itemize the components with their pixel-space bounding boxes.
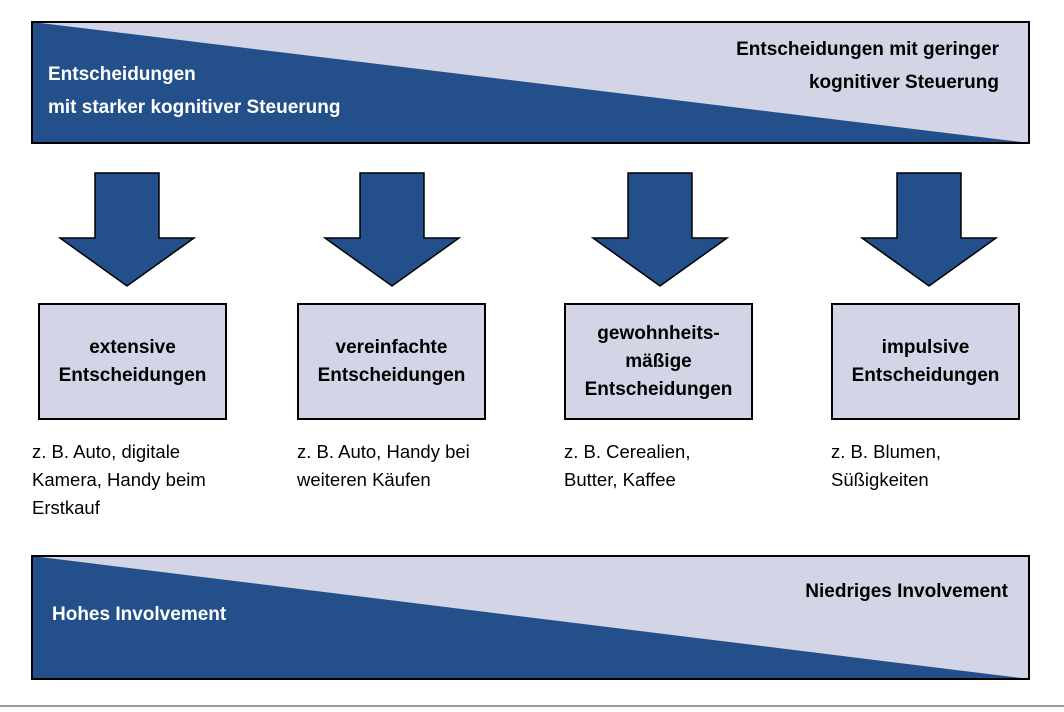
box-3-line-2: mäßige [625,350,692,372]
top-band-left-label: Entscheidungen mit starker kognitiver St… [48,58,340,124]
top-band-right-label: Entscheidungen mit geringer kognitiver S… [736,33,999,99]
box-4-line-1: impulsive [881,336,970,358]
box-1-line-1: extensive [89,336,176,358]
box-habitual-decisions: gewohnheits- mäßige Entscheidungen [564,303,753,420]
top-band-wedge [31,21,1030,144]
top-band-left-line-1: Entscheidungen [48,64,196,85]
example-text-3: z. B. Cerealien, Butter, Kaffee [564,438,690,494]
box-simplified-decisions: vereinfachte Entscheidungen [297,303,486,420]
box-2-line-1: vereinfachte [335,336,448,358]
top-band-left-line-2: mit starker kognitiver Steuerung [48,97,341,118]
bottom-band-right-label: Niedriges Involvement [805,575,1008,608]
example-2-line-1: z. B. Auto, Handy bei [297,441,470,462]
bottom-band-left-line-1: Hohes Involvement [52,604,227,625]
bottom-band-left-label: Hohes Involvement [52,598,226,631]
down-arrow-2 [323,172,461,288]
bottom-band: Hohes Involvement Niedriges Involvement [31,555,1030,680]
box-extensive-decisions: extensive Entscheidungen [38,303,227,420]
bottom-band-right-line-1: Niedriges Involvement [805,581,1008,602]
bottom-divider [0,705,1064,707]
top-band-right-line-2: kognitiver Steuerung [808,72,999,93]
box-3-line-3: Entscheidungen [584,378,733,400]
example-1-line-1: z. B. Auto, digitale [32,441,181,462]
box-impulsive-decisions: impulsive Entscheidungen [831,303,1020,420]
box-2-line-2: Entscheidungen [317,364,466,386]
example-4-line-2: Süßigkeiten [831,469,929,490]
top-band-right-line-1: Entscheidungen mit geringer [736,39,999,60]
bottom-band-wedge [31,555,1030,680]
example-text-4: z. B. Blumen, Süßigkeiten [831,438,941,494]
box-1-line-2: Entscheidungen [58,364,207,386]
example-1-line-3: Erstkauf [32,497,100,518]
down-arrow-3 [591,172,729,288]
example-2-line-2: weiteren Käufen [297,469,431,490]
example-text-1: z. B. Auto, digitale Kamera, Handy beim … [32,438,206,522]
top-band: Entscheidungen mit starker kognitiver St… [31,21,1030,144]
box-4-line-2: Entscheidungen [851,364,1000,386]
example-text-2: z. B. Auto, Handy bei weiteren Käufen [297,438,470,494]
example-3-line-2: Butter, Kaffee [564,469,676,490]
box-3-line-1: gewohnheits- [597,322,720,344]
example-4-line-1: z. B. Blumen, [831,441,942,462]
example-1-line-2: Kamera, Handy beim [32,469,206,490]
example-3-line-1: z. B. Cerealien, [564,441,691,462]
down-arrow-4 [860,172,998,288]
down-arrow-1 [58,172,196,288]
